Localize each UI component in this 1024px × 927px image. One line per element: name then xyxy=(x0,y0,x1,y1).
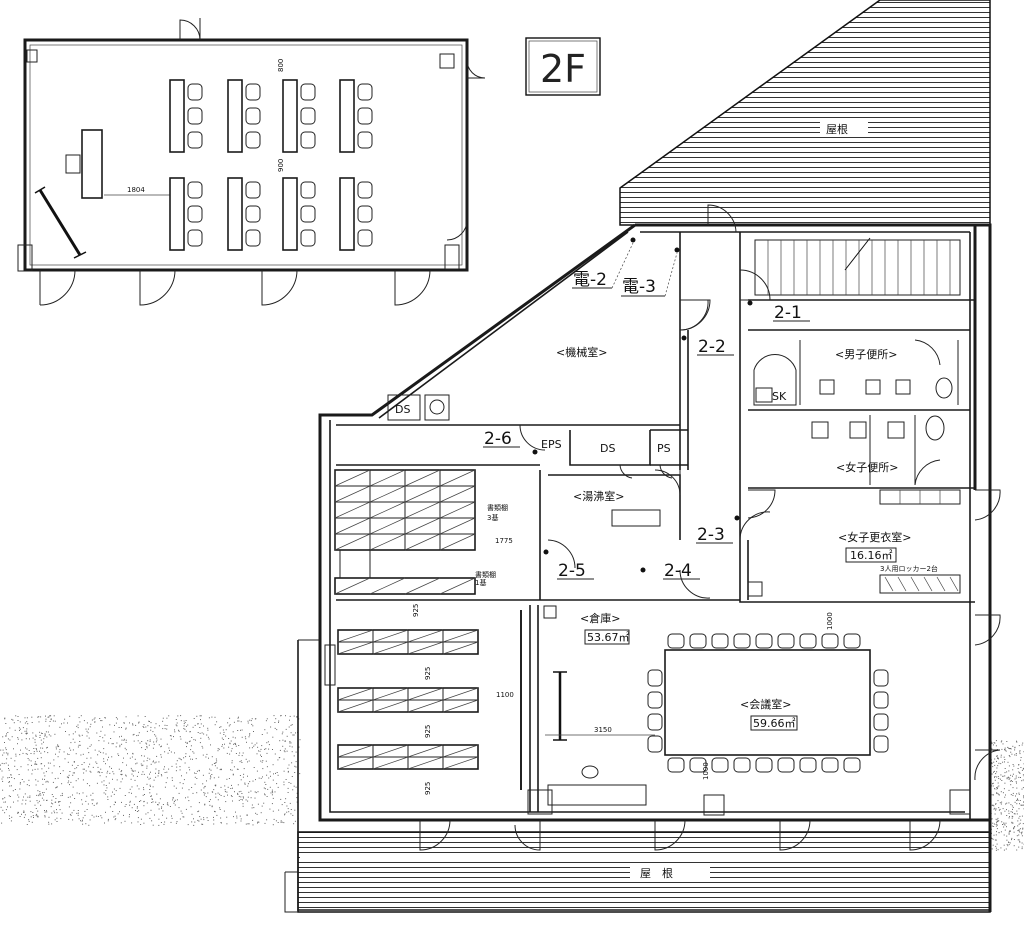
rack-label-c: 書類棚 xyxy=(475,570,496,579)
point-2-5: 2-5 xyxy=(558,561,586,581)
rack-label-d: 1基 xyxy=(475,578,486,587)
column-box xyxy=(424,394,450,421)
point-e3: 電-3 xyxy=(622,277,656,297)
shelving-rows xyxy=(324,629,479,770)
dim-900: 900 xyxy=(277,159,285,172)
womens-changing-label: <女子更衣室> xyxy=(838,530,911,544)
dim-1000-bottom: 1000 xyxy=(702,762,710,780)
meeting-table xyxy=(647,633,889,773)
roof-top-label: 屋根 xyxy=(826,122,848,136)
tag-ps: PS xyxy=(657,442,671,455)
building-walls xyxy=(284,223,992,913)
womens-toilet-label: <女子便所> xyxy=(836,460,898,474)
dim-800: 800 xyxy=(277,59,285,72)
storage-label: <倉庫> xyxy=(580,611,620,625)
meeting-room-label: <会議室> xyxy=(740,697,791,711)
womens-changing-area: 16.16㎡ xyxy=(850,549,893,562)
point-markers: 電-2 電-3 2-1 2-2 2-3 2-4 2-5 2-6 xyxy=(483,237,810,581)
stair-arrow xyxy=(844,237,871,271)
tag-eps: EPS xyxy=(541,438,562,451)
stairs xyxy=(767,240,951,295)
dim-1000-top: 1000 xyxy=(826,612,834,630)
ds-shaft-left xyxy=(387,394,421,421)
machine-room-label: <機械室> xyxy=(556,345,607,359)
point-2-4: 2-4 xyxy=(664,561,692,581)
dim-925-b: 925 xyxy=(424,667,432,680)
locker-label: 3人用ロッカー2台 xyxy=(880,564,938,573)
dim-1100: 1100 xyxy=(496,691,514,699)
tag-sk: SK xyxy=(772,390,787,403)
mens-toilet-label: <男子便所> xyxy=(835,348,897,361)
dim-1775: 1775 xyxy=(495,537,513,545)
tag-ds-left: DS xyxy=(395,403,410,416)
dim-1804: 1804 xyxy=(127,186,145,194)
ground-texture xyxy=(0,715,1024,851)
storage-racks xyxy=(334,469,476,595)
doors xyxy=(298,204,1001,851)
point-2-3: 2-3 xyxy=(697,525,725,545)
tag-ds-mid: DS xyxy=(600,442,615,455)
rack-label-b: 3基 xyxy=(487,513,498,522)
hot-water-room-label: <湯沸室> xyxy=(573,489,624,503)
inset-layout: 1804 800 900 xyxy=(17,18,486,306)
dim-3150: 3150 xyxy=(594,726,612,734)
point-2-6: 2-6 xyxy=(484,429,512,449)
rack-label-a: 書類棚 xyxy=(487,503,508,512)
dim-925-c: 925 xyxy=(424,725,432,738)
storage-area: 53.67㎡ xyxy=(587,631,630,644)
roof-top xyxy=(619,0,991,226)
roof-bottom-label: 屋 根 xyxy=(640,866,673,880)
floor-label-box xyxy=(525,37,601,96)
point-e2: 電-2 xyxy=(573,270,607,290)
meeting-room-area: 59.66㎡ xyxy=(753,717,796,730)
dim-925-a: 925 xyxy=(412,604,420,617)
dim-925-d: 925 xyxy=(424,782,432,795)
point-2-1: 2-1 xyxy=(774,303,802,323)
point-2-2: 2-2 xyxy=(698,337,726,357)
floor-label: 2F xyxy=(540,47,586,91)
